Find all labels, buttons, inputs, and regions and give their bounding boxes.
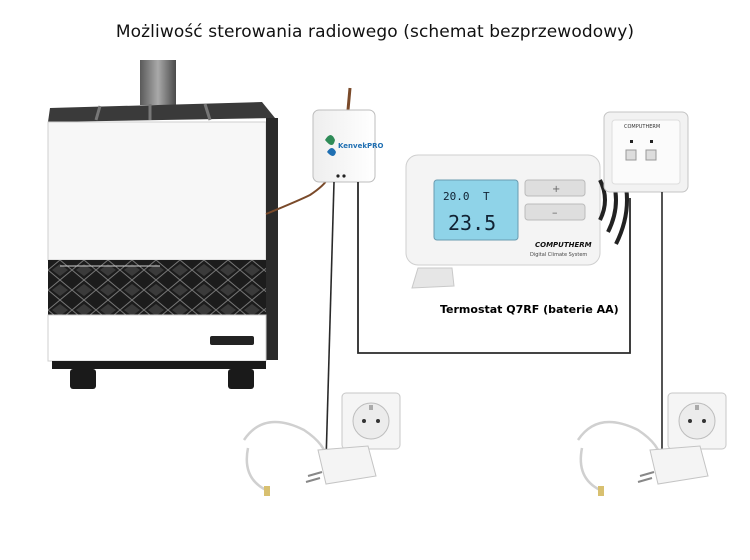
power-socket-right [667,392,727,450]
heater-decor-panel [48,260,266,315]
thermostat-plus-button [524,179,586,197]
receiver-antenna [346,87,352,111]
heater-top-grille [48,102,275,122]
thermostat-stand [411,267,455,289]
svg-text:T: T [483,190,490,203]
power-adapter-left [242,420,377,496]
heater-side [266,118,278,360]
heater-foot-left [70,369,96,389]
thermostat-brand: COMPUTHERM [535,241,592,249]
power-adapter-right [576,420,709,496]
thermostat-lcd [433,179,519,241]
gas-heater [47,60,278,389]
heater-front-upper [47,121,267,261]
thermostat-current-temp: 23.5 [448,211,496,235]
thermostat-tagline: Digital Climate System [530,252,587,258]
thermostat-caption: Termostat Q7RF (baterie AA) [440,303,619,316]
svg-text:+: + [552,184,560,195]
thermostat-set-temp: 20.0 [443,190,470,203]
diagram-title: Możliwość sterowania radiowego (schemat … [115,22,635,42]
power-socket-left [341,392,401,450]
thermostat-q7rf: 20.0 T 23.5 + – COMPUTHERM Digital Clima… [405,154,601,289]
heater-base [52,361,266,369]
svg-text:–: – [552,206,558,219]
wall-unit-brand: COMPUTHERM [624,124,660,130]
wall-receiver-unit: COMPUTHERM [603,111,689,193]
receiver-power-wire [325,181,335,463]
heater-foot-right [228,369,254,389]
radio-receiver: KenvekPRO [312,87,384,183]
heater-chimney [140,60,176,105]
receiver-to-remote-wire [357,182,631,354]
heater-badge [210,336,254,345]
receiver-brand: KenvekPRO [338,142,384,150]
thermostat-minus-button [524,203,586,221]
